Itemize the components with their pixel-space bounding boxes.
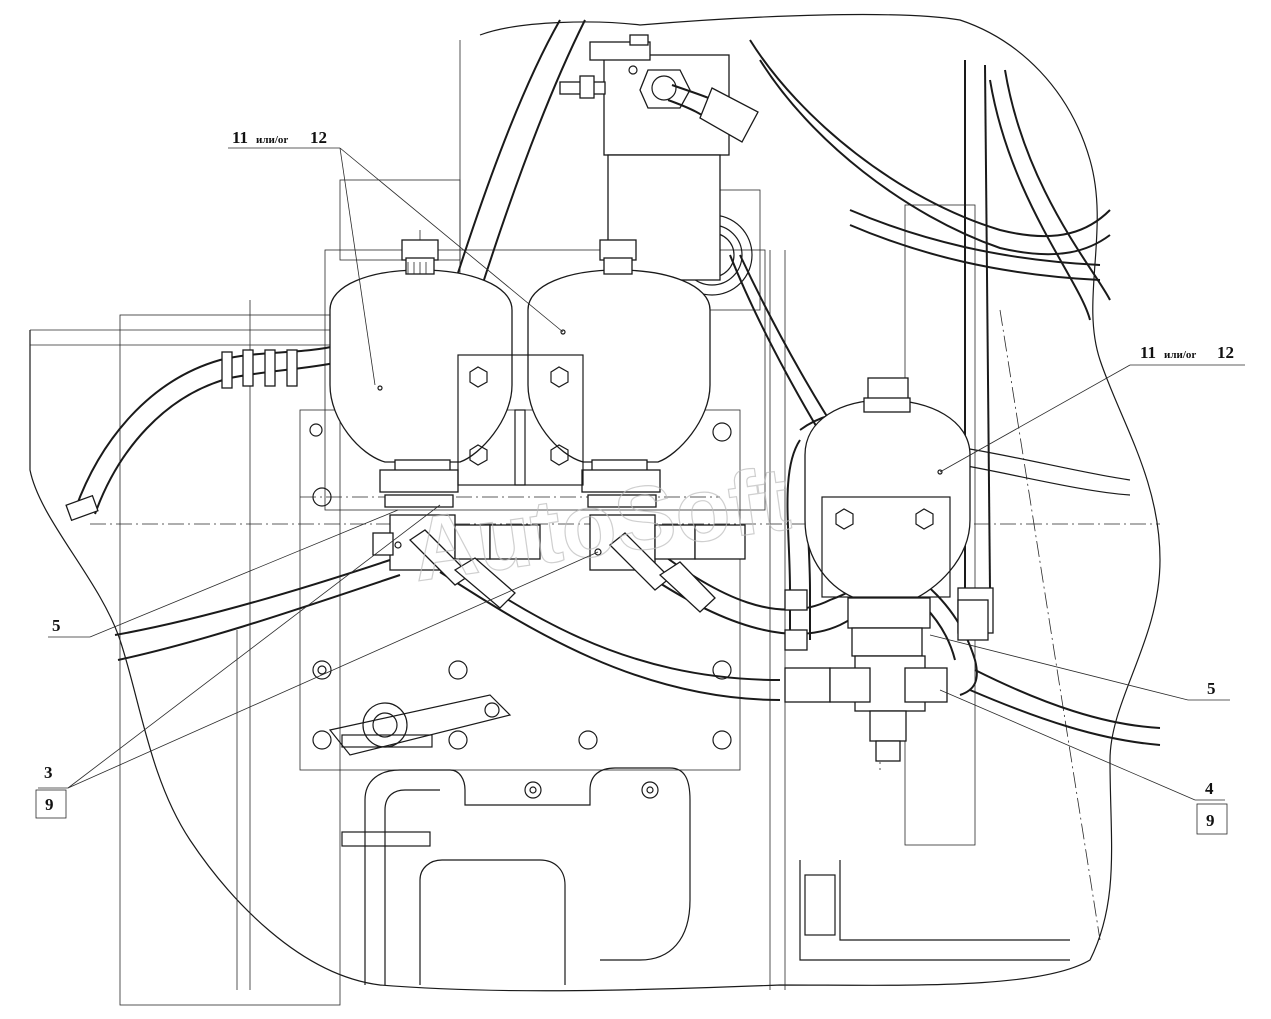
callout-4-over-9: 4 9	[1196, 779, 1228, 835]
fittings	[372, 514, 989, 762]
callout-3-over-9: 3 9	[35, 763, 67, 819]
outer-break-contour	[29, 13, 1161, 992]
callout-conjunction: или/or	[256, 134, 288, 146]
callout-9-right: 9	[1206, 811, 1215, 830]
top-filter-unit	[559, 34, 759, 281]
centerline-diagonal	[999, 309, 1101, 941]
accumulator-left	[329, 239, 513, 508]
callout-5-left: 5	[52, 616, 61, 635]
callout-number-alt: 12	[1217, 343, 1234, 362]
callout-5-right: 5	[1207, 679, 1216, 698]
callout-3: 3	[44, 763, 53, 782]
callout-number-main: 11	[232, 128, 248, 147]
callout-conjunction: или/or	[1164, 349, 1196, 361]
callout-11-or-12-right: 11 или/or 12	[1140, 343, 1234, 362]
accumulator-middle	[527, 239, 711, 508]
lower-housing	[364, 767, 691, 985]
bracket-bar	[341, 831, 431, 847]
callout-number-main: 11	[1140, 343, 1156, 362]
accumulator-bracket	[457, 354, 584, 486]
callout-9-left: 9	[45, 795, 54, 814]
callout-4: 4	[1205, 779, 1214, 798]
leader-lines	[38, 147, 1245, 801]
callout-11-or-12-top: 11 или/or 12	[232, 128, 327, 147]
lever-arm	[328, 694, 512, 756]
callout-number-alt: 12	[310, 128, 327, 147]
